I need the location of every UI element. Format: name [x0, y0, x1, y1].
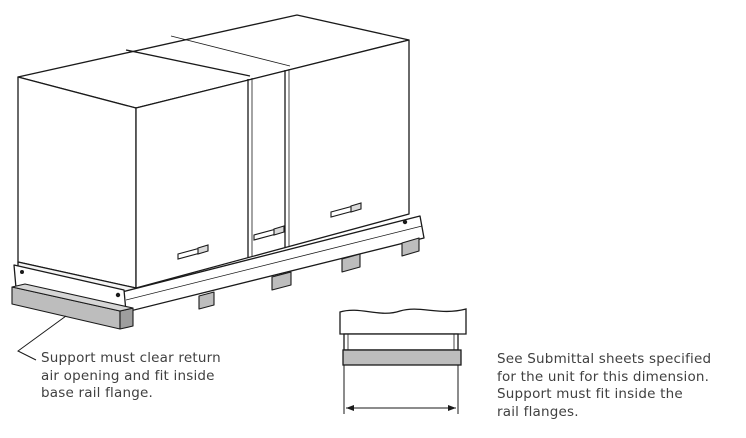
- support-block: [271, 271, 292, 291]
- note-line: base rail flange.: [41, 385, 153, 401]
- door-handle: [253, 225, 285, 241]
- leader-line-left: [17, 315, 67, 361]
- top-panel-seam: [125, 49, 251, 77]
- note-submittal-dimension: See Submittal sheets specified for the u…: [497, 351, 711, 421]
- unit-front-face: [135, 39, 410, 289]
- note-line: air opening and fit inside: [41, 367, 215, 384]
- support-blocks: [11, 237, 420, 330]
- door-handles: [177, 202, 362, 260]
- note-line: Support must clear return: [41, 350, 221, 366]
- note-line: for the unit for this dimension.: [497, 368, 710, 385]
- unit-housing: [17, 14, 410, 295]
- unit-left-end: [17, 76, 137, 289]
- door-handle: [177, 244, 209, 260]
- support-block-end: [11, 283, 134, 330]
- support-block: [341, 253, 361, 273]
- door-handle: [330, 202, 362, 218]
- section-unit-body: [339, 308, 467, 335]
- note-line: See Submittal sheets specified: [497, 351, 712, 367]
- support-block: [401, 237, 420, 257]
- section-detail: [339, 308, 467, 414]
- support-block: [198, 291, 215, 310]
- note-line: Support must fit inside the: [497, 386, 683, 402]
- section-support: [342, 349, 462, 366]
- note-line: rail flanges.: [497, 403, 579, 420]
- note-support-clearance: Support must clear return air opening an…: [41, 350, 221, 403]
